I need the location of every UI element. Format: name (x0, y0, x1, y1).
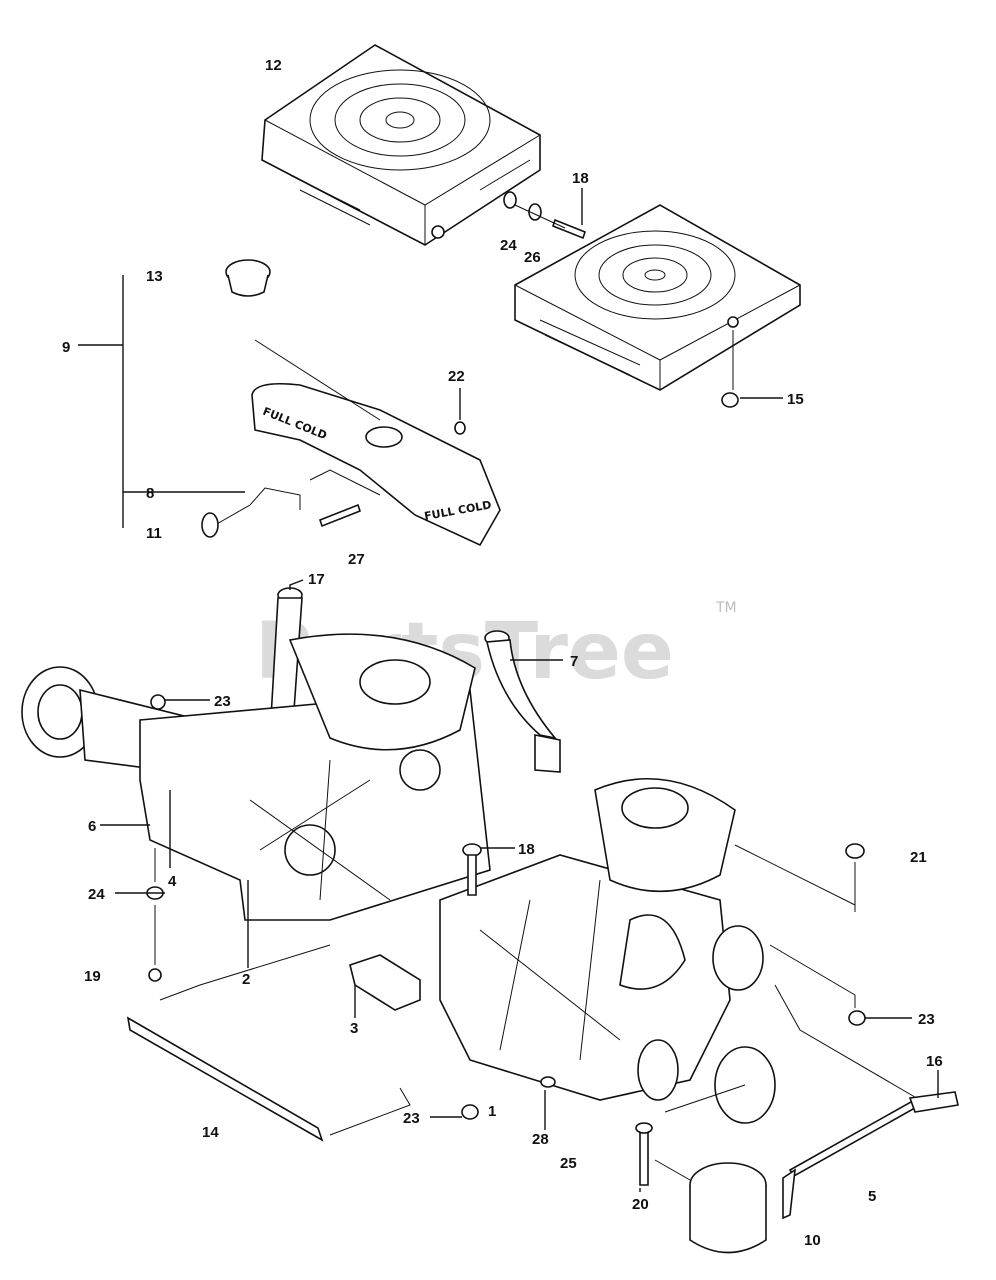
washer-hardware-top (503, 191, 586, 240)
callout-7: 7 (570, 653, 578, 670)
callout-8: 8 (146, 485, 154, 502)
callout-28: 28 (532, 1131, 549, 1148)
callout-18-lower: 18 (518, 841, 535, 858)
callout-4: 4 (168, 873, 177, 890)
callout-12: 12 (265, 57, 282, 74)
reservoir-cap (225, 259, 271, 297)
linkage-rod (774, 984, 959, 1220)
nut-23-right (769, 944, 866, 1026)
callout-22: 22 (448, 368, 465, 385)
bracket-3 (349, 954, 421, 1018)
rod-14 (126, 944, 411, 1142)
callout-17: 17 (308, 571, 325, 588)
tube-fitting (201, 512, 219, 538)
nut-23-lower (461, 1104, 479, 1120)
bolt-18-lower (462, 843, 482, 896)
callout-18-top: 18 (572, 170, 589, 187)
callout-24-top: 24 (500, 237, 517, 254)
transaxle-left (21, 633, 491, 921)
callout-9: 9 (62, 339, 70, 356)
nut-21 (734, 843, 865, 912)
callout-14: 14 (202, 1124, 219, 1141)
washer-28 (540, 1076, 556, 1088)
callout-26: 26 (524, 249, 541, 266)
bracket-9 (78, 275, 245, 528)
callout-15: 15 (787, 391, 804, 408)
cover-plate-lower (514, 204, 801, 391)
callout-24-left: 24 (88, 886, 105, 903)
callout-23-right: 23 (918, 1011, 935, 1028)
callout-11: 11 (146, 525, 162, 542)
callout-1: 1 (488, 1103, 496, 1120)
hose-7 (484, 630, 561, 773)
callout-13: 13 (146, 268, 163, 285)
watermark-trademark: TM (715, 600, 737, 616)
callout-23-upper: 23 (214, 693, 231, 710)
nut-22 (454, 421, 466, 435)
hardware-left-lower (100, 824, 164, 982)
cover-plate-upper (261, 44, 541, 246)
callout-labels: 12 18 24 26 13 9 22 15 8 11 27 17 7 23 6… (62, 57, 943, 1249)
screw-27 (319, 503, 361, 528)
callout-21: 21 (910, 849, 927, 866)
callout-16: 16 (926, 1053, 943, 1070)
callout-leaders (115, 188, 939, 1192)
transaxle-right (439, 777, 776, 1124)
callout-2: 2 (242, 971, 250, 988)
callout-3: 3 (350, 1020, 358, 1037)
callout-23-lower: 23 (403, 1110, 420, 1127)
callout-10: 10 (804, 1232, 821, 1249)
reservoir-tube (214, 469, 381, 526)
callout-27: 27 (348, 551, 365, 568)
oil-reservoir: FULL COLD FULL COLD (251, 382, 501, 547)
callout-5: 5 (868, 1188, 876, 1205)
callout-25: 25 (560, 1155, 577, 1172)
callout-19: 19 (84, 968, 101, 985)
bolt-20 (635, 1122, 653, 1186)
callout-20: 20 (632, 1196, 649, 1213)
nut-15 (721, 330, 739, 408)
callout-6: 6 (88, 818, 96, 835)
oil-filter (654, 1159, 767, 1254)
leader-cap (254, 339, 381, 421)
